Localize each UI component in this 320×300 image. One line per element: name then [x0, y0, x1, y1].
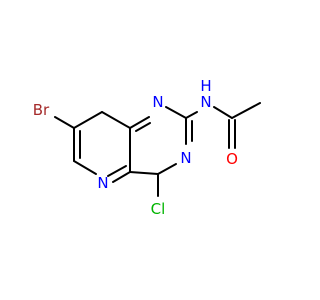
bond — [129, 171, 159, 175]
bond — [157, 163, 177, 175]
atom-label-nitrogen-ring-top: N — [152, 93, 163, 111]
bond — [135, 122, 151, 132]
bond — [107, 165, 127, 177]
atom-label-oxygen: O — [226, 150, 238, 168]
atom-labels: Br N N N H N O Cl — [33, 77, 238, 218]
bonds — [54, 102, 261, 197]
atom-label-nitrogen-ring-right: N — [180, 149, 191, 167]
bond — [101, 111, 131, 129]
atom-label-amide-hydrogen: H — [200, 77, 211, 95]
atom-label-nitrogen-pyridine: N — [97, 174, 108, 192]
bond — [112, 171, 131, 183]
atom-label-chlorine: Cl — [151, 200, 166, 218]
bond — [213, 106, 233, 119]
bond — [73, 160, 97, 175]
structure-canvas: Br N N N H N O Cl — [33, 77, 261, 218]
atom-label-bromine: Br — [33, 101, 50, 119]
bond — [231, 102, 261, 119]
bond — [73, 111, 103, 129]
bond — [129, 116, 150, 129]
bond — [54, 116, 75, 129]
bond — [165, 106, 187, 119]
molecule-diagram: Br N N N H N O Cl — [33, 77, 261, 218]
bond — [185, 111, 198, 119]
atom-label-amide-nitrogen: N — [200, 93, 211, 111]
